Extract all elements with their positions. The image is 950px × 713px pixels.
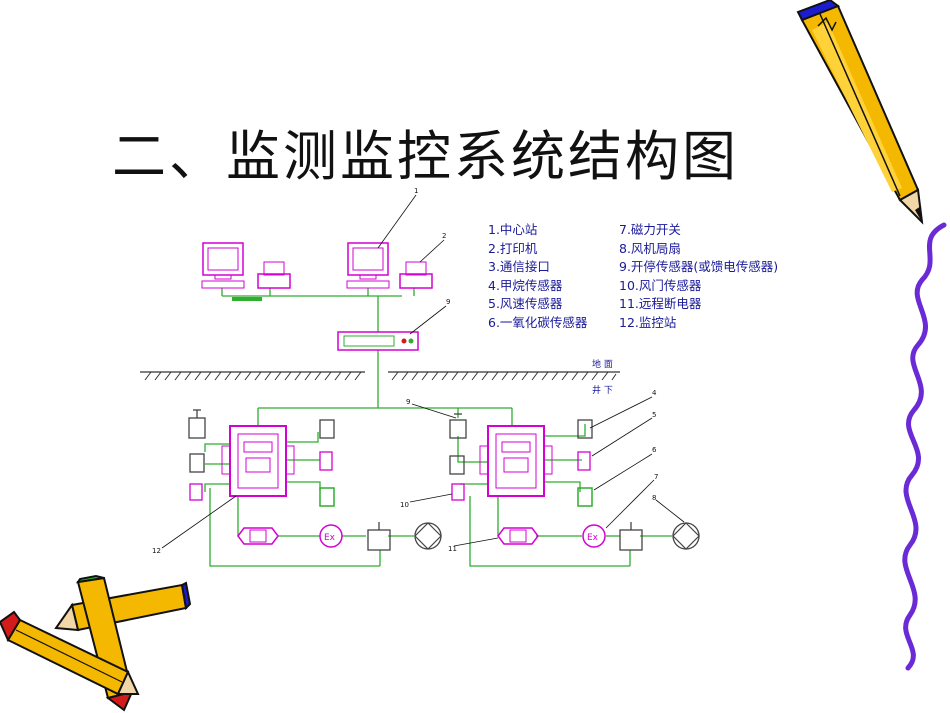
- monitoring-station-icon: [221, 425, 295, 497]
- switch-sensor-icon: [188, 409, 206, 439]
- co-sensor-icon: [319, 487, 335, 507]
- pencil-top-right-icon: [796, 0, 924, 225]
- callout-number: 12: [152, 547, 161, 555]
- squiggle-decoration-icon: [902, 222, 947, 671]
- legend-item: 8.风机局扇: [619, 240, 681, 256]
- callout-number: 6: [652, 446, 657, 454]
- slide-title: 二、监测监控系统结构图: [112, 125, 739, 188]
- monitor-icon: [346, 242, 390, 289]
- wind-door-sensor-icon: [451, 483, 465, 501]
- printer-icon: [257, 261, 291, 289]
- co-sensor-icon: [577, 487, 593, 507]
- printer-icon: [399, 261, 433, 289]
- monitor-icon: [201, 242, 245, 289]
- legend-item: 1.中心站: [488, 222, 538, 237]
- legend-item: 6.一氧化碳传感器: [488, 314, 588, 330]
- remote-breaker-icon: [497, 527, 539, 545]
- legend-right: 7.磁力开关 8.风机局扇 9.开停传感器(或馈电传感器) 10.风门传感器 1…: [619, 221, 778, 332]
- legend-item: 5.风速传感器: [488, 296, 563, 311]
- legend-item: 4.甲烷传感器: [488, 277, 563, 293]
- legend-item: 9.开停传感器(或馈电传感器): [619, 259, 779, 274]
- callout-number: 9: [446, 298, 450, 306]
- svg-text:Ex: Ex: [324, 533, 336, 543]
- callout-number: 9: [406, 398, 410, 406]
- legend-left: 1.中心站 2.打印机 3.通信接口 4.甲烷传感器 5.风速传感器 6.一氧化…: [488, 221, 587, 332]
- callout-number: 4: [652, 389, 657, 397]
- legend-item: 10.风门传感器: [619, 277, 702, 293]
- methane-sensor-icon: [319, 419, 335, 439]
- cable-label-icon: [232, 297, 262, 301]
- callout-number: 8: [652, 494, 656, 502]
- switch-sensor-icon: [367, 522, 391, 551]
- ground-label-above: 地 面: [592, 358, 613, 370]
- fan-icon: [672, 522, 700, 550]
- switch-sensor-icon: [449, 413, 467, 439]
- legend-item: 3.通信接口: [488, 259, 550, 274]
- ground-line: [140, 371, 620, 381]
- legend-item: 7.磁力开关: [619, 222, 681, 237]
- wind-speed-sensor-icon: [577, 451, 591, 471]
- switch-sensor-icon: [619, 522, 643, 551]
- remote-breaker-icon: [237, 527, 279, 545]
- callout-number: 7: [654, 473, 658, 481]
- svg-text:Ex: Ex: [587, 533, 599, 543]
- ground-label-below: 井 下: [592, 384, 613, 396]
- callout-number: 2: [442, 232, 446, 240]
- legend-item: 12.监控站: [619, 314, 677, 330]
- callout-lines: [161, 194, 685, 549]
- wind-door-sensor-icon: [189, 483, 203, 501]
- fan-icon: [414, 522, 442, 550]
- methane-sensor-icon: [189, 453, 205, 473]
- callout-number: 1: [414, 187, 418, 195]
- monitoring-station-icon: [479, 425, 553, 497]
- wind-speed-sensor-icon: [319, 451, 333, 471]
- pencils-bottom-left-icon: [0, 574, 192, 712]
- legend-item: 2.打印机: [488, 240, 538, 256]
- callout-number: 5: [652, 411, 656, 419]
- methane-sensor-icon: [449, 455, 465, 475]
- legend-item: 11.远程断电器: [619, 296, 702, 311]
- callout-number: 11: [448, 545, 457, 553]
- methane-sensor-icon: [577, 419, 593, 439]
- communication-interface-icon: [337, 331, 419, 351]
- magnetic-switch-icon: Ex: [319, 524, 343, 548]
- magnetic-switch-icon: Ex: [582, 524, 606, 548]
- callout-number: 10: [400, 501, 409, 509]
